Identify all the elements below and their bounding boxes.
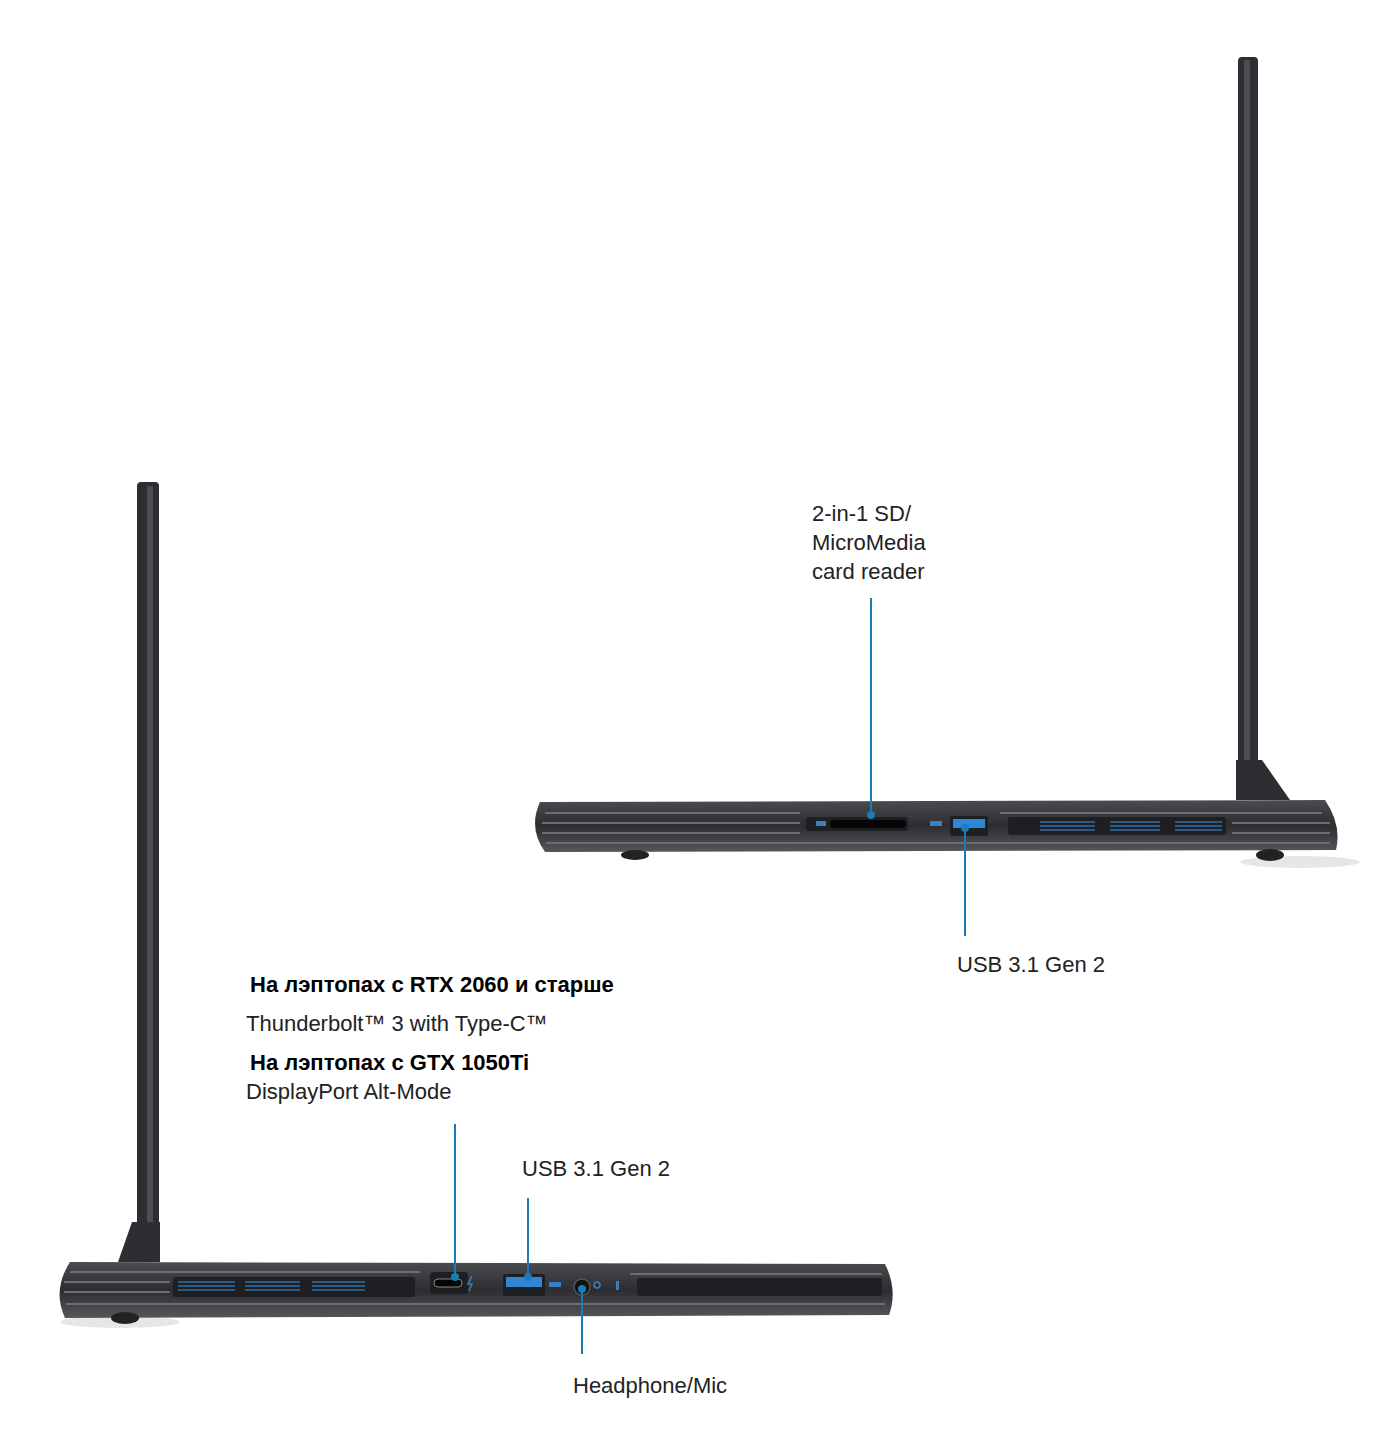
- usb-c-port: [434, 1279, 462, 1287]
- vent: [637, 1278, 882, 1296]
- vent: [173, 1277, 415, 1297]
- port-label: Thunderbolt™ 3 with Type-C™: [246, 1009, 548, 1038]
- model-note: На лэптопах с GTX 1050Ti: [250, 1048, 529, 1077]
- port-label: DisplayPort Alt-Mode: [246, 1077, 451, 1106]
- port-label: Headphone/Mic: [573, 1371, 727, 1400]
- vent: [1008, 817, 1226, 835]
- port-label: 2-in-1 SD/ MicroMedia card reader: [812, 499, 952, 586]
- laptop-left-side: [60, 482, 893, 1328]
- laptop-base: [60, 1262, 893, 1318]
- usb-port: [950, 816, 988, 836]
- port-label: USB 3.1 Gen 2: [957, 950, 1105, 979]
- screen-lid: [1238, 57, 1258, 792]
- card-slot-bezel: [806, 817, 908, 831]
- hinge: [118, 1222, 160, 1262]
- laptop-base: [535, 800, 1338, 852]
- screen-lid: [137, 482, 159, 1252]
- usb-port: [503, 1274, 545, 1296]
- model-note: На лэптопах с RTX 2060 и старше: [250, 970, 614, 999]
- port-label: USB 3.1 Gen 2: [522, 1154, 670, 1183]
- card-slot: [830, 820, 906, 828]
- laptop-right-side: [535, 57, 1360, 868]
- audio-jack: [574, 1279, 590, 1295]
- hinge: [1236, 760, 1290, 800]
